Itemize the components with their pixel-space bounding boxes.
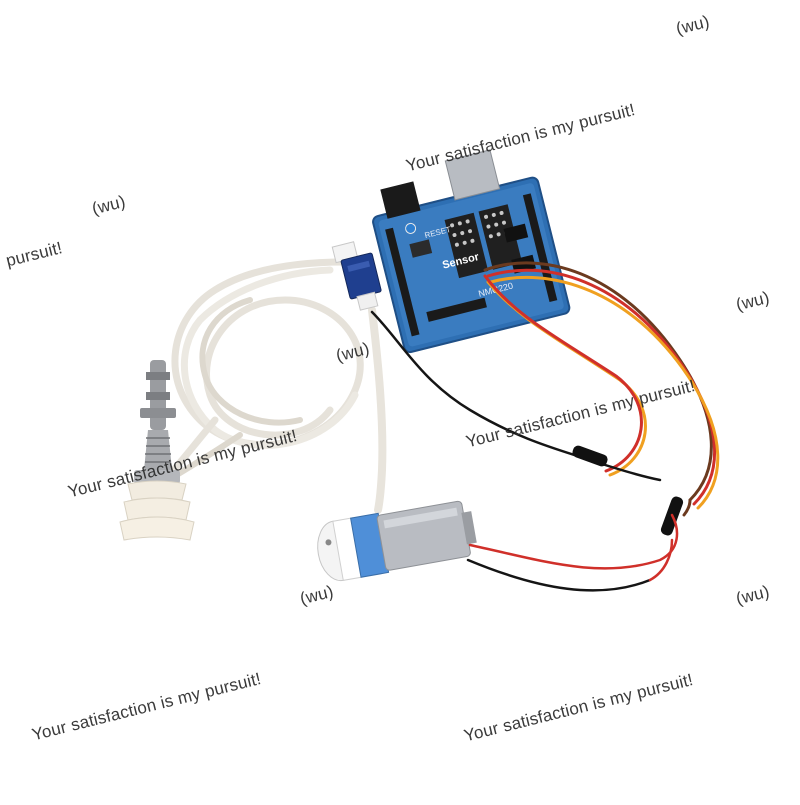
wire-bundle bbox=[370, 261, 720, 592]
silicone-tube-coil bbox=[156, 258, 364, 489]
valve-to-pump-tube bbox=[368, 306, 387, 514]
arduino-sensor-shield: NMC220 RESET Sensor bbox=[372, 149, 571, 354]
vacuum-pump bbox=[317, 500, 477, 582]
suction-cup-assembly bbox=[119, 360, 195, 541]
solenoid-valve bbox=[331, 241, 382, 311]
